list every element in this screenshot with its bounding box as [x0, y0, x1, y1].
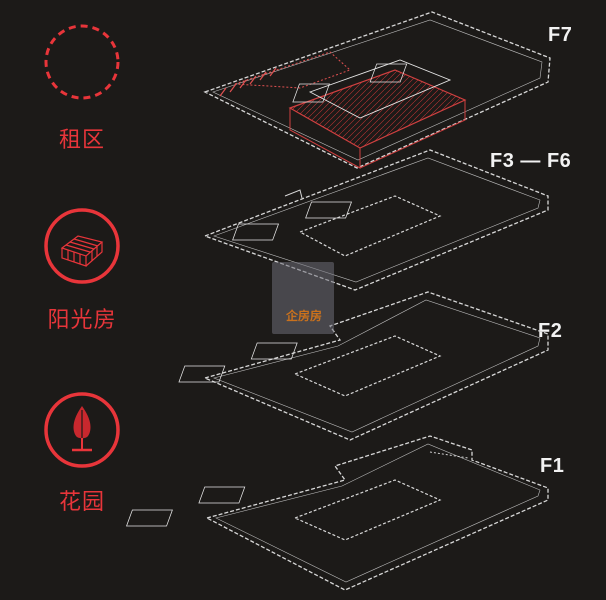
sunroom-icon [44, 208, 120, 284]
watermark-text: 企房房 [285, 309, 322, 323]
legend-label-garden: 花园 [58, 490, 105, 515]
floor-label-f1: F1 [540, 455, 565, 477]
floor-plan-f1 [126, 435, 549, 591]
floor-plan-f3-f6 [203, 149, 549, 291]
legend-label-rental: 租区 [58, 128, 105, 153]
floor-plan-f7 [203, 11, 551, 169]
garden-tree-icon [44, 392, 120, 468]
floor-label-f2: F2 [538, 320, 563, 342]
watermark-logo [272, 262, 334, 334]
legend-label-sunroom: 阳光房 [47, 308, 117, 333]
floor-label-f3-f6: F3 — F6 [490, 150, 572, 172]
floor-plan-f2 [178, 291, 549, 441]
dashed-circle-icon [44, 24, 120, 100]
floor-label-f7: F7 [548, 24, 573, 46]
